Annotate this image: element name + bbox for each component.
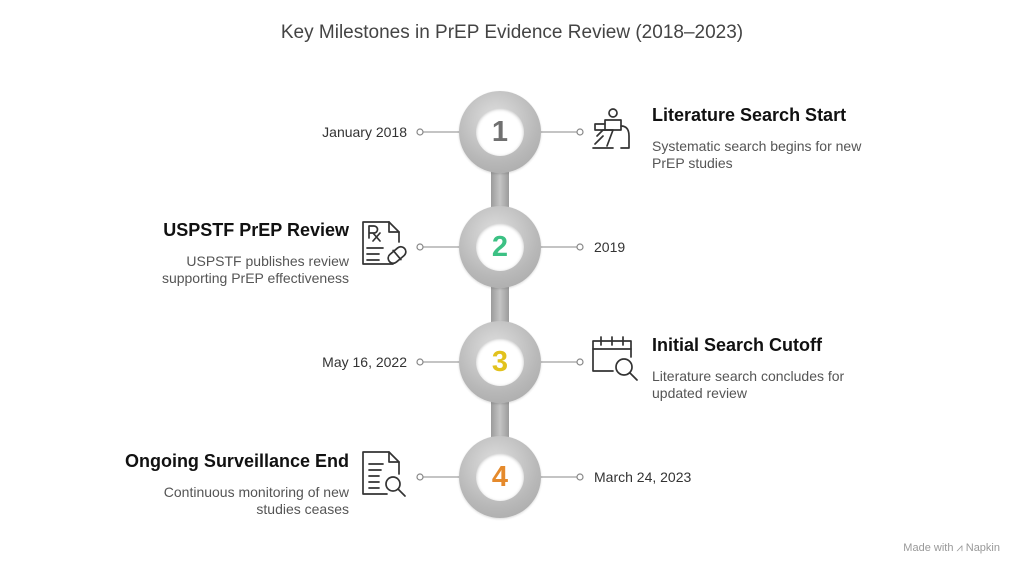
researcher-at-desk-icon <box>591 106 639 154</box>
milestone-desc-3: Literature search concludes for updated … <box>652 368 844 402</box>
milestone-node-1: 1 <box>459 91 541 173</box>
milestone-node-4: 4 <box>459 436 541 518</box>
milestone-number-1: 1 <box>476 108 524 156</box>
milestone-node-2: 2 <box>459 206 541 288</box>
milestone-date-1: January 2018 <box>322 124 407 140</box>
milestone-desc-2: USPSTF publishes review supporting PrEP … <box>162 253 349 287</box>
milestone-desc-3-line2: updated review <box>652 385 747 401</box>
milestone-number-3: 3 <box>476 338 524 386</box>
napkin-watermark: Made with ⩘ Napkin <box>903 542 1000 554</box>
prescription-icon <box>361 220 409 268</box>
document-search-icon <box>361 450 409 498</box>
milestone-heading-3: Initial Search Cutoff <box>652 335 823 355</box>
diagram-title: Key Milestones in PrEP Evidence Review (… <box>280 22 744 43</box>
milestone-date-3: May 16, 2022 <box>322 354 407 370</box>
milestone-desc-1-line2: PrEP studies <box>652 155 733 171</box>
calendar-search-icon <box>591 335 639 383</box>
milestone-desc-3-line1: Literature search concludes for <box>652 368 845 384</box>
milestone-date-2: 2019 <box>594 239 626 255</box>
milestone-heading-1: Literature Search Start <box>652 105 847 125</box>
milestone-heading-2: USPSTF PrEP Review <box>163 220 349 240</box>
milestone-desc-1-line1: Systematic search begins for new <box>652 138 862 154</box>
milestone-desc-2-line1: USPSTF publishes review <box>186 253 349 269</box>
milestone-number-4: 4 <box>476 453 524 501</box>
timeline-spine <box>491 130 509 480</box>
milestone-desc-4: Continuous monitoring of new studies cea… <box>164 484 349 518</box>
milestone-heading-4: Ongoing Surveillance End <box>124 451 349 471</box>
milestone-node-3: 3 <box>459 321 541 403</box>
milestone-desc-2-line2: supporting PrEP effectiveness <box>161 270 349 286</box>
milestone-desc-4-line2: studies ceases <box>256 501 349 517</box>
milestone-desc-4-line1: Continuous monitoring of new <box>163 484 349 500</box>
milestone-number-2: 2 <box>476 223 524 271</box>
milestone-desc-1: Systematic search begins for new PrEP st… <box>652 138 861 172</box>
milestone-date-4: March 24, 2023 <box>594 469 692 485</box>
